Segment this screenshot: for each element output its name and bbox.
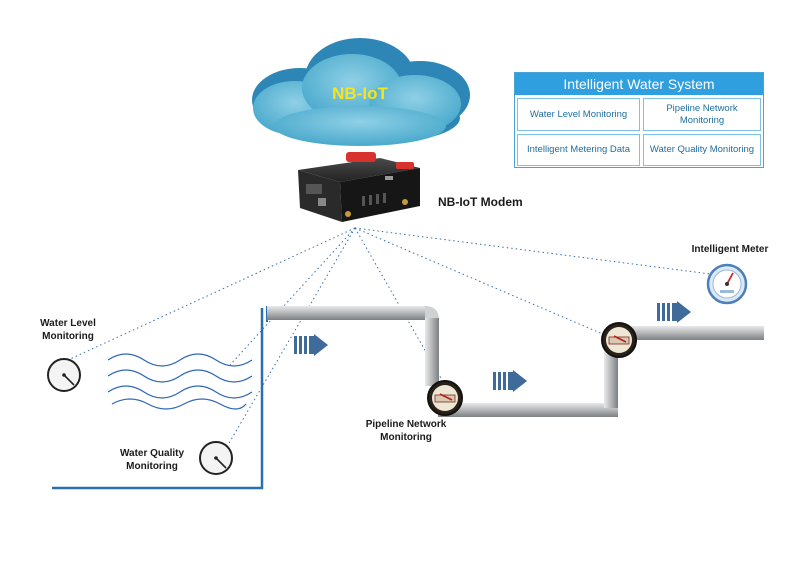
flow-arrows [294, 301, 691, 392]
modem-label: NB-IoT Modem [438, 195, 523, 209]
legend-title: Intelligent Water System [515, 73, 763, 95]
legend-cell: Intelligent Metering Data [517, 134, 640, 166]
intelligent-meter-icon [706, 263, 748, 305]
water-quality-gauge-icon [199, 441, 233, 475]
water-waves-icon [107, 353, 253, 410]
legend-grid: Water Level Monitoring Pipeline Network … [515, 97, 763, 167]
pipeline-label: Pipeline Network Monitoring [365, 419, 447, 443]
pipeline-gauge-icon [427, 380, 463, 416]
cloud-label: NB-IoT [332, 84, 388, 103]
modem-icon [298, 152, 420, 222]
system-legend: Intelligent Water System Water Level Mon… [514, 72, 764, 168]
pipeline-gauge-icon [601, 322, 637, 358]
legend-cell: Pipeline Network Monitoring [643, 98, 761, 131]
water-quality-label: Water Quality Monitoring [119, 448, 185, 472]
legend-cell: Water Level Monitoring [517, 98, 640, 131]
flow-arrow-icon [657, 301, 691, 323]
cloud-icon [252, 38, 470, 146]
water-level-label: Water Level Monitoring [40, 318, 96, 342]
flow-arrow-icon [294, 334, 328, 356]
legend-cell: Water Quality Monitoring [643, 134, 761, 166]
water-level-gauge-icon [47, 358, 81, 392]
pipeline [267, 306, 764, 417]
wireless-links [67, 227, 719, 451]
flow-arrow-icon [493, 370, 527, 392]
intelligent-meter-label: Intelligent Meter [691, 244, 769, 255]
